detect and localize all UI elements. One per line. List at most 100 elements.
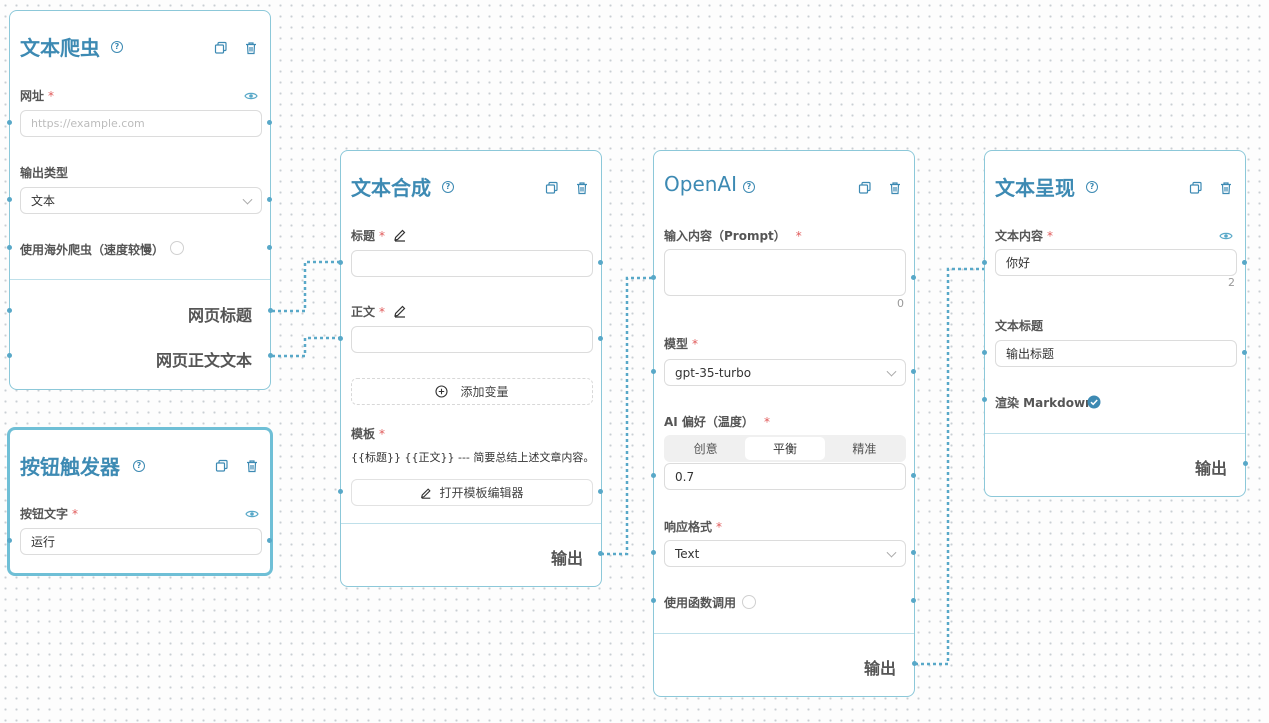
trash-icon[interactable] <box>1219 181 1233 195</box>
trash-icon[interactable] <box>575 181 589 195</box>
node-text-display[interactable]: 文本呈现 ? 文本内容* 你好 2 文本标题 输出标题 渲染 Markdown … <box>984 150 1246 497</box>
port-dot[interactable] <box>651 473 656 478</box>
temperature-segmented[interactable]: 创意 平衡 精准 <box>664 435 906 462</box>
port-dot[interactable] <box>338 336 343 341</box>
port-dot[interactable] <box>7 538 12 543</box>
overseas-checkbox[interactable] <box>170 241 184 255</box>
edit-icon[interactable] <box>393 228 407 242</box>
port-dot[interactable] <box>7 245 12 250</box>
port-dot[interactable] <box>268 353 273 358</box>
body-var-input[interactable] <box>351 326 593 353</box>
eye-icon[interactable] <box>1219 229 1233 243</box>
port-dot[interactable] <box>651 550 656 555</box>
port-dot[interactable] <box>7 120 12 125</box>
prompt-label: 输入内容（Prompt）* <box>664 229 802 243</box>
node-title: 按钮触发器 <box>20 455 120 479</box>
prompt-textarea[interactable] <box>664 249 906 296</box>
port-dot[interactable] <box>1243 461 1248 466</box>
node-text-compose[interactable]: 文本合成 ? 标题* 正文* 添加变量 模板* {{标题}} {{正文}} --… <box>340 150 602 587</box>
port-dot[interactable] <box>651 598 656 603</box>
port-dot[interactable] <box>651 369 656 374</box>
port-dot[interactable] <box>1242 350 1247 355</box>
port-dot[interactable] <box>7 353 12 358</box>
port-dot[interactable] <box>1242 260 1247 265</box>
node-title: 文本呈现 <box>995 176 1075 200</box>
port-dot[interactable] <box>267 245 272 250</box>
url-input[interactable]: https://example.com <box>20 110 262 137</box>
node-text-crawler[interactable]: 文本爬虫 ? 网址* https://example.com 输出类型 文本 使… <box>9 10 271 390</box>
copy-icon[interactable] <box>215 459 229 473</box>
port-dot[interactable] <box>598 551 603 556</box>
add-variable-label: 添加变量 <box>460 385 509 399</box>
port-dot[interactable] <box>912 661 917 666</box>
open-template-editor-button[interactable]: 打开模板编辑器 <box>351 479 593 506</box>
title-var-input[interactable] <box>351 250 593 277</box>
help-icon[interactable]: ? <box>743 181 755 193</box>
check-circle-icon[interactable] <box>1087 395 1101 409</box>
divider <box>985 433 1245 434</box>
port-dot[interactable] <box>598 336 603 341</box>
eye-icon[interactable] <box>244 89 258 103</box>
port-dot[interactable] <box>982 350 987 355</box>
help-icon[interactable]: ? <box>111 41 123 53</box>
port-dot[interactable] <box>598 260 603 265</box>
model-select[interactable]: gpt-35-turbo <box>664 359 906 386</box>
wire-openai-to-display <box>915 267 990 666</box>
button-text-label: 按钮文字* <box>20 507 79 521</box>
content-label: 文本内容* <box>995 229 1054 243</box>
port-dot[interactable] <box>267 120 272 125</box>
copy-icon[interactable] <box>214 41 228 55</box>
port-dot[interactable] <box>267 197 272 202</box>
temperature-label: AI 偏好（温度）* <box>664 415 770 429</box>
port-dot[interactable] <box>911 598 916 603</box>
port-dot[interactable] <box>911 473 916 478</box>
port-dot[interactable] <box>268 308 273 313</box>
temp-option-precise[interactable]: 精准 <box>852 442 877 456</box>
help-icon[interactable]: ? <box>1086 181 1098 193</box>
trash-icon[interactable] <box>888 181 902 195</box>
trash-icon[interactable] <box>244 41 258 55</box>
port-dot[interactable] <box>982 260 987 265</box>
port-dot[interactable] <box>911 369 916 374</box>
temperature-input[interactable]: 0.7 <box>664 463 906 490</box>
port-dot[interactable] <box>267 538 272 543</box>
output-label: 输出 <box>863 659 896 678</box>
port-dot[interactable] <box>338 489 343 494</box>
copy-icon[interactable] <box>858 181 872 195</box>
port-dot[interactable] <box>982 397 987 402</box>
response-format-value: Text <box>675 546 700 561</box>
display-title-input[interactable]: 输出标题 <box>995 340 1237 367</box>
port-dot[interactable] <box>911 550 916 555</box>
port-dot[interactable] <box>651 275 656 280</box>
node-title: 文本合成 <box>351 176 431 200</box>
edit-icon[interactable] <box>393 304 407 318</box>
port-dot[interactable] <box>911 275 916 280</box>
temp-option-creative[interactable]: 创意 <box>693 442 718 456</box>
wire-compose-to-openai <box>601 276 658 556</box>
response-format-select[interactable]: Text <box>664 540 906 567</box>
function-call-checkbox[interactable] <box>742 595 756 609</box>
help-icon[interactable]: ? <box>133 460 145 472</box>
node-openai[interactable]: OpenAI ? 输入内容（Prompt）* 0 模型* gpt-35-turb… <box>653 150 915 697</box>
overseas-label: 使用海外爬虫（速度较慢） <box>20 243 165 257</box>
port-dot[interactable] <box>598 489 603 494</box>
template-label: 模板* <box>351 427 386 441</box>
port-dot[interactable] <box>338 260 343 265</box>
wire-body-to-compose <box>272 336 345 358</box>
port-dot[interactable] <box>7 197 12 202</box>
output-type-select[interactable]: 文本 <box>20 187 262 214</box>
content-char-count: 2 <box>1228 276 1235 289</box>
content-input[interactable]: 你好 <box>995 249 1237 276</box>
add-variable-button[interactable]: 添加变量 <box>351 378 593 405</box>
port-dot[interactable] <box>7 308 12 313</box>
node-button-trigger[interactable]: 按钮触发器 ? 按钮文字* 运行 <box>7 427 273 576</box>
function-call-label: 使用函数调用 <box>664 596 737 610</box>
output-page-body: 网页正文文本 <box>155 351 252 370</box>
copy-icon[interactable] <box>545 181 559 195</box>
temp-option-balanced[interactable]: 平衡 <box>745 437 825 460</box>
help-icon[interactable]: ? <box>442 181 454 193</box>
eye-icon[interactable] <box>245 507 259 521</box>
button-text-input[interactable]: 运行 <box>20 528 262 555</box>
trash-icon[interactable] <box>245 459 259 473</box>
copy-icon[interactable] <box>1189 181 1203 195</box>
